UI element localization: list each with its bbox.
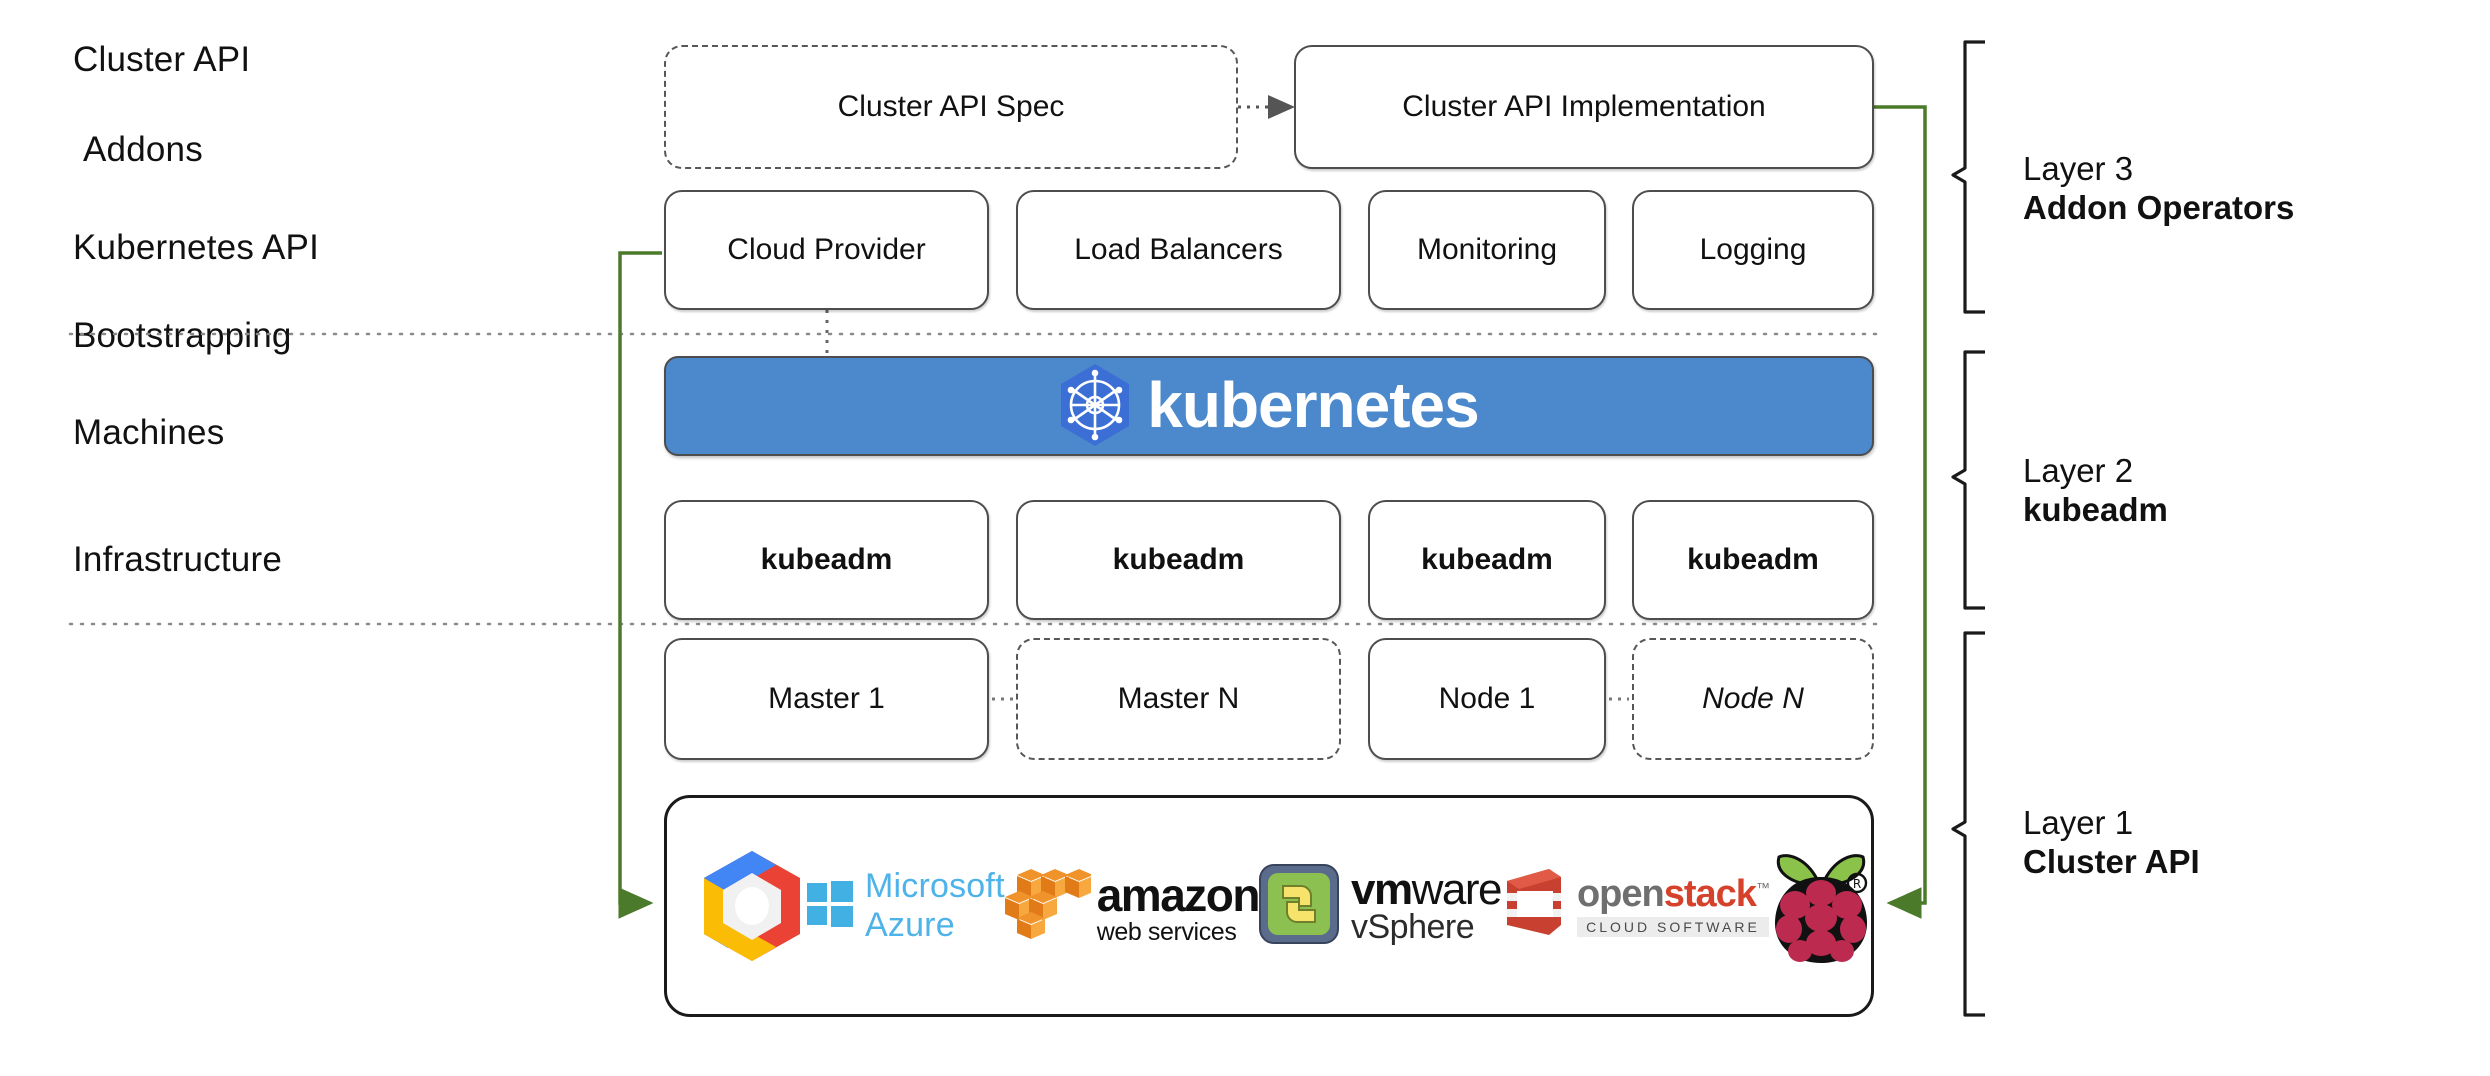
vmware-vsphere-icon — [1258, 863, 1339, 949]
layer-label-1-line2: Cluster API — [2023, 842, 2200, 880]
svg-text:R: R — [1853, 877, 1861, 891]
row-label-kubernetes-api: Kubernetes API — [73, 228, 320, 267]
box-kubeadm-3-label: kubeadm — [1421, 543, 1553, 576]
kubernetes-banner[interactable]: kubernetes — [664, 356, 1874, 456]
box-addon-load-balancers[interactable]: Load Balancers — [1016, 190, 1341, 310]
raspberry-pi-icon: R — [1769, 843, 1873, 969]
layer-label-2-line1: Layer 2 — [2023, 452, 2134, 489]
openstack-wordmark-open: open — [1576, 873, 1665, 915]
row-label-bootstrapping: Bootstrapping — [73, 316, 292, 355]
box-machine-node-n-label: Node N — [1702, 682, 1804, 715]
openstack-icon — [1501, 867, 1567, 946]
box-cluster-api-implementation[interactable]: Cluster API Implementation — [1294, 45, 1874, 169]
layer-label-3-line2: Addon Operators — [2023, 188, 2295, 226]
box-addon-monitoring-label: Monitoring — [1416, 233, 1558, 266]
layer-label-3: Layer 3 Addon Operators — [2023, 150, 2294, 228]
bracket-layer-3 — [1951, 40, 1985, 314]
amazon-wordmark: amazon — [1096, 869, 1261, 921]
vmware-wordmark: vmware — [1350, 864, 1503, 914]
openstack-logo: openstack™ CLOUD SOFTWARE — [1501, 867, 1770, 946]
openstack-subtext: CLOUD SOFTWARE — [1576, 917, 1769, 937]
connector-implementation-to-infrastructure — [1874, 105, 1927, 919]
bracket-layer-1 — [1951, 631, 1985, 1017]
microsoft-windows-icon — [807, 880, 853, 932]
vsphere-subtext: vSphere — [1350, 907, 1475, 946]
box-addon-cloud-provider[interactable]: Cloud Provider — [664, 190, 989, 310]
layer-label-1-line1: Layer 1 — [2023, 804, 2134, 841]
openstack-wordmark: openstack™ — [1576, 873, 1770, 915]
aws-boxes-icon — [1004, 867, 1093, 945]
row-label-cluster-api: Cluster API — [73, 40, 251, 79]
box-addon-load-balancers-label: Load Balancers — [1074, 233, 1283, 266]
box-machine-master-n[interactable]: Master N — [1016, 638, 1341, 760]
box-kubeadm-3[interactable]: kubeadm — [1368, 500, 1606, 620]
box-addon-cloud-provider-label: Cloud Provider — [727, 233, 926, 266]
box-kubeadm-4[interactable]: kubeadm — [1632, 500, 1874, 620]
box-kubeadm-1-label: kubeadm — [760, 543, 893, 576]
row-label-infrastructure: Infrastructure — [73, 540, 282, 579]
box-kubeadm-2-label: kubeadm — [1112, 543, 1245, 576]
box-infrastructure[interactable]: Microsoft Azure — [664, 795, 1874, 1017]
box-addon-logging-label: Logging — [1699, 233, 1807, 266]
row-label-addons: Addons — [83, 130, 203, 169]
box-machine-master-1-label: Master 1 — [768, 682, 885, 715]
connector-cloudprovider-to-infrastructure — [618, 251, 662, 919]
vmware-wordmark-rest: ware — [1411, 864, 1503, 914]
box-machine-node-n[interactable]: Node N — [1632, 638, 1874, 760]
box-cluster-api-spec[interactable]: Cluster API Spec — [664, 45, 1238, 169]
kubernetes-wordmark: kubernetes — [1147, 369, 1479, 441]
openstack-trademark: ™ — [1755, 879, 1770, 896]
box-machine-master-1[interactable]: Master 1 — [664, 638, 989, 760]
layer-label-2-line2: kubeadm — [2023, 490, 2168, 528]
box-machine-node-1[interactable]: Node 1 — [1368, 638, 1606, 760]
box-kubeadm-4-label: kubeadm — [1687, 543, 1819, 576]
box-machine-node-1-label: Node 1 — [1438, 682, 1536, 715]
microsoft-azure-logo: Microsoft Azure — [807, 867, 1005, 945]
layer-label-2: Layer 2 kubeadm — [2023, 452, 2168, 530]
vmware-vsphere-logo: vmware vSphere — [1258, 863, 1503, 949]
vmware-wordmark-bold: vm — [1350, 864, 1413, 914]
bracket-layer-2 — [1951, 350, 1985, 610]
openstack-wordmark-stack: stack — [1663, 873, 1757, 915]
layer-label-1: Layer 1 Cluster API — [2023, 804, 2200, 882]
box-addon-logging[interactable]: Logging — [1632, 190, 1874, 310]
box-kubeadm-2[interactable]: kubeadm — [1016, 500, 1341, 620]
amazon-web-services-subtext: web services — [1096, 918, 1237, 946]
amazon-web-services-logo: amazon web services — [1004, 867, 1261, 946]
box-addon-monitoring[interactable]: Monitoring — [1368, 190, 1606, 310]
kubernetes-helm-icon — [1059, 362, 1131, 448]
box-machine-master-n-label: Master N — [1117, 682, 1240, 715]
box-kubeadm-1[interactable]: kubeadm — [664, 500, 989, 620]
microsoft-azure-wordmark: Microsoft Azure — [865, 867, 1005, 944]
layer-label-3-line1: Layer 3 — [2023, 150, 2134, 187]
box-cluster-api-spec-label: Cluster API Spec — [837, 90, 1065, 123]
row-label-machines: Machines — [73, 413, 225, 452]
google-cloud-platform-icon — [697, 847, 807, 965]
box-cluster-api-implementation-label: Cluster API Implementation — [1402, 90, 1766, 123]
